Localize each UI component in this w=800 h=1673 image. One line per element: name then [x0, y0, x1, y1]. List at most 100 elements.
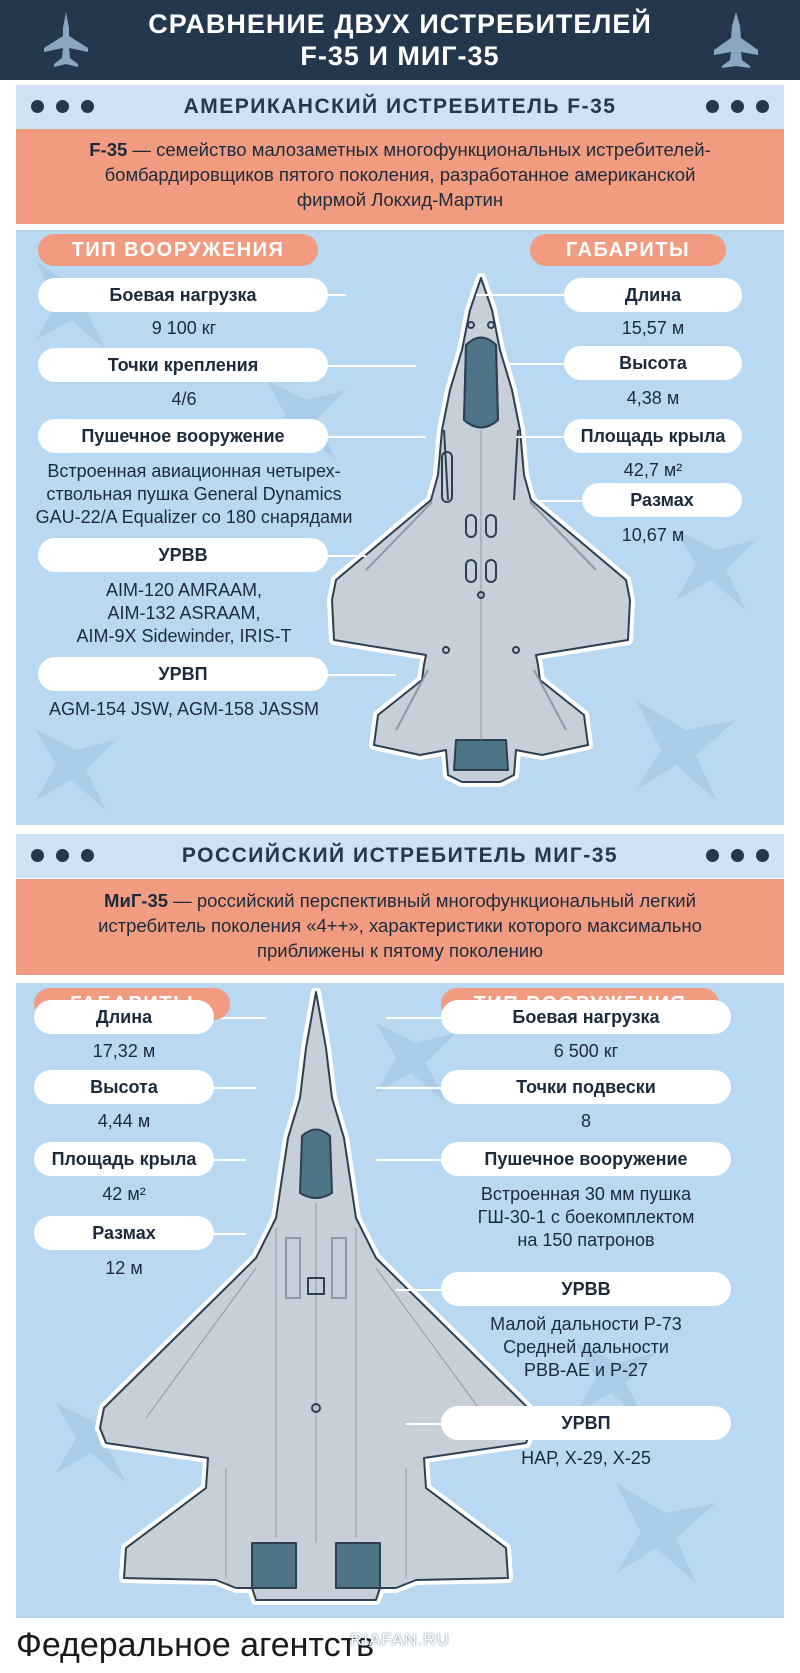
mig-dim-label: Высота — [34, 1070, 214, 1104]
dot — [756, 849, 769, 862]
mig-weapon-value: Встроенная 30 мм пушка ГШ-30-1 с боекомп… — [441, 1183, 731, 1252]
f35-weapon-value: AGM-154 JSW, AGM-158 JASSM — [48, 699, 320, 719]
f35-intro-bold: F-35 — [89, 139, 128, 160]
value-line: на 150 патронов — [517, 1230, 655, 1250]
title-line-1: СРАВНЕНИЕ ДВУХ ИСТРЕБИТЕЛЕЙ — [148, 9, 652, 39]
value-line: GAU-22/A Equalizer со 180 снарядами — [35, 507, 353, 527]
title-bar — [0, 0, 800, 80]
f35-weapon-value: AIM-120 AMRAAM, AIM-132 ASRAAM, AIM-9X S… — [24, 579, 344, 648]
value-line: Встроенная 30 мм пушка — [480, 1184, 692, 1204]
value-line: ГШ-30-1 с боекомплектом — [477, 1207, 695, 1227]
f35-weapon-label: УРВВ — [38, 538, 328, 572]
f35-weapon-label: Боевая нагрузка — [38, 278, 328, 312]
f35-intro-line1: — семейство малозаметных многофункционал… — [127, 139, 711, 160]
f35-dim-label: Размах — [582, 483, 742, 517]
dot — [731, 100, 744, 113]
f35-weapon-label: УРВП — [38, 657, 328, 691]
connector — [396, 1289, 456, 1291]
connector — [206, 1233, 246, 1235]
f35-intro-line3: фирмой Локхид-Мартин — [296, 189, 504, 210]
f35-plane-illustration — [327, 273, 635, 787]
dot — [706, 849, 719, 862]
mig-intro-line2: истребитель поколения «4++», характерист… — [98, 915, 702, 936]
value-line: AIM-9X Sidewinder, IRIS-T — [76, 626, 292, 646]
mig-section-bar — [16, 834, 784, 878]
dot — [56, 100, 69, 113]
value-line: Средней дальности — [503, 1337, 669, 1357]
connector — [246, 436, 426, 438]
agency-logo-text: Федеральное агентств — [0, 1618, 415, 1673]
site-watermark: RIAFAN.RU — [350, 1630, 450, 1649]
mig-dim-value: 4,44 м — [97, 1111, 151, 1131]
dot — [731, 849, 744, 862]
connector — [206, 1159, 246, 1161]
mig-section-title: РОССИЙСКИЙ ИСТРЕБИТЕЛЬ МИГ-35 — [181, 844, 619, 867]
mig-weapon-label: Боевая нагрузка — [441, 1000, 731, 1034]
f35-intro-line2: бомбардировщиков пятого поколения, разра… — [104, 164, 696, 185]
mig-dim-label: Длина — [34, 1000, 214, 1034]
mig-intro-bold: МиГ-35 — [104, 890, 169, 911]
connector — [406, 1423, 456, 1425]
connector — [206, 1017, 266, 1019]
f35-weapon-label: Пушечное вооружение — [38, 419, 328, 453]
dot — [81, 849, 94, 862]
value-line: РВВ-АЕ и Р-27 — [523, 1360, 649, 1380]
mig-weapon-value: Малой дальности Р-73 Средней дальности Р… — [441, 1313, 731, 1382]
f35-panel: ТИП ВООРУЖЕНИЯ Боевая нагрузка 9 100 кг … — [16, 230, 784, 825]
dot — [81, 100, 94, 113]
f35-dim-value: 15,57 м — [621, 318, 685, 338]
mig-dim-value: 17,32 м — [92, 1041, 156, 1061]
f35-weapon-value: 9 100 кг — [151, 318, 217, 338]
value-line: ствольная пушка General Dynamics — [46, 484, 342, 504]
f35-section-title: АМЕРИКАНСКИЙ ИСТРЕБИТЕЛЬ F-35 — [183, 95, 617, 118]
dot — [756, 100, 769, 113]
connector — [386, 1017, 456, 1019]
f35-dim-value: 4,38 м — [626, 388, 680, 408]
mig-weapon-label: УРВП — [441, 1406, 731, 1440]
connector — [246, 365, 416, 367]
mig-weapon-value: 6 500 кг — [553, 1041, 619, 1061]
f35-weapon-value: 4/6 — [171, 389, 197, 409]
dot — [706, 100, 719, 113]
dot — [56, 849, 69, 862]
dot — [31, 100, 44, 113]
mig-weapon-label: Пушечное вооружение — [441, 1142, 731, 1176]
value-line: AIM-120 AMRAAM, — [105, 580, 263, 600]
f35-dim-label: Длина — [564, 278, 742, 312]
mig-weapon-value: 8 — [580, 1111, 591, 1131]
page-title: СРАВНЕНИЕ ДВУХ ИСТРЕБИТЕЛЕЙ F-35 И МИГ-3… — [100, 8, 700, 72]
f35-dims-header: ГАБАРИТЫ — [530, 234, 726, 266]
title-line-2: F-35 И МИГ-35 — [300, 41, 500, 71]
connector — [206, 1087, 256, 1089]
mig35-plane-illustration — [95, 988, 537, 1605]
mig-jet-icon — [44, 12, 88, 67]
value-line: AIM-132 ASRAAM, — [107, 603, 261, 623]
f35-dim-label: Площадь крыла — [564, 419, 742, 453]
f35-dim-value: 42,7 м² — [623, 460, 683, 480]
mig-weapon-label: Точки подвески — [441, 1070, 731, 1104]
mig-dim-value: 42 м² — [102, 1184, 146, 1204]
mig-panel: ГАБАРИТЫ Длина 17,32 м Высота 4,44 м Пло… — [16, 983, 784, 1618]
connector — [536, 500, 596, 502]
f35-jet-icon — [714, 12, 758, 68]
connector — [376, 1159, 456, 1161]
connector — [516, 436, 586, 438]
mig-intro-line3: приближены к пятому поколению — [257, 940, 543, 961]
connector — [506, 363, 586, 365]
mig-dim-value: 12 м — [105, 1258, 143, 1278]
value-line: Малой дальности Р-73 — [490, 1314, 682, 1334]
f35-weapon-label: Точки крепления — [38, 348, 328, 382]
f35-section-bar — [16, 85, 784, 129]
mig-intro-line1: — российский перспективный многофункцион… — [168, 890, 696, 911]
f35-weapon-value: Встроенная авиационная четырех- ствольна… — [16, 460, 372, 529]
dot — [31, 849, 44, 862]
mig-weapon-label: УРВВ — [441, 1272, 731, 1306]
value-line: Встроенная авиационная четырех- — [47, 461, 341, 481]
f35-weapons-header: ТИП ВООРУЖЕНИЯ — [38, 234, 318, 266]
mig-dim-label: Размах — [34, 1216, 214, 1250]
f35-dim-label: Высота — [564, 346, 742, 380]
mig-weapon-value: НАР, Х-29, Х-25 — [521, 1448, 651, 1468]
f35-dim-value: 10,67 м — [621, 525, 685, 545]
f35-intro: F-35 — семейство малозаметных многофункц… — [16, 129, 784, 224]
connector — [476, 294, 586, 296]
